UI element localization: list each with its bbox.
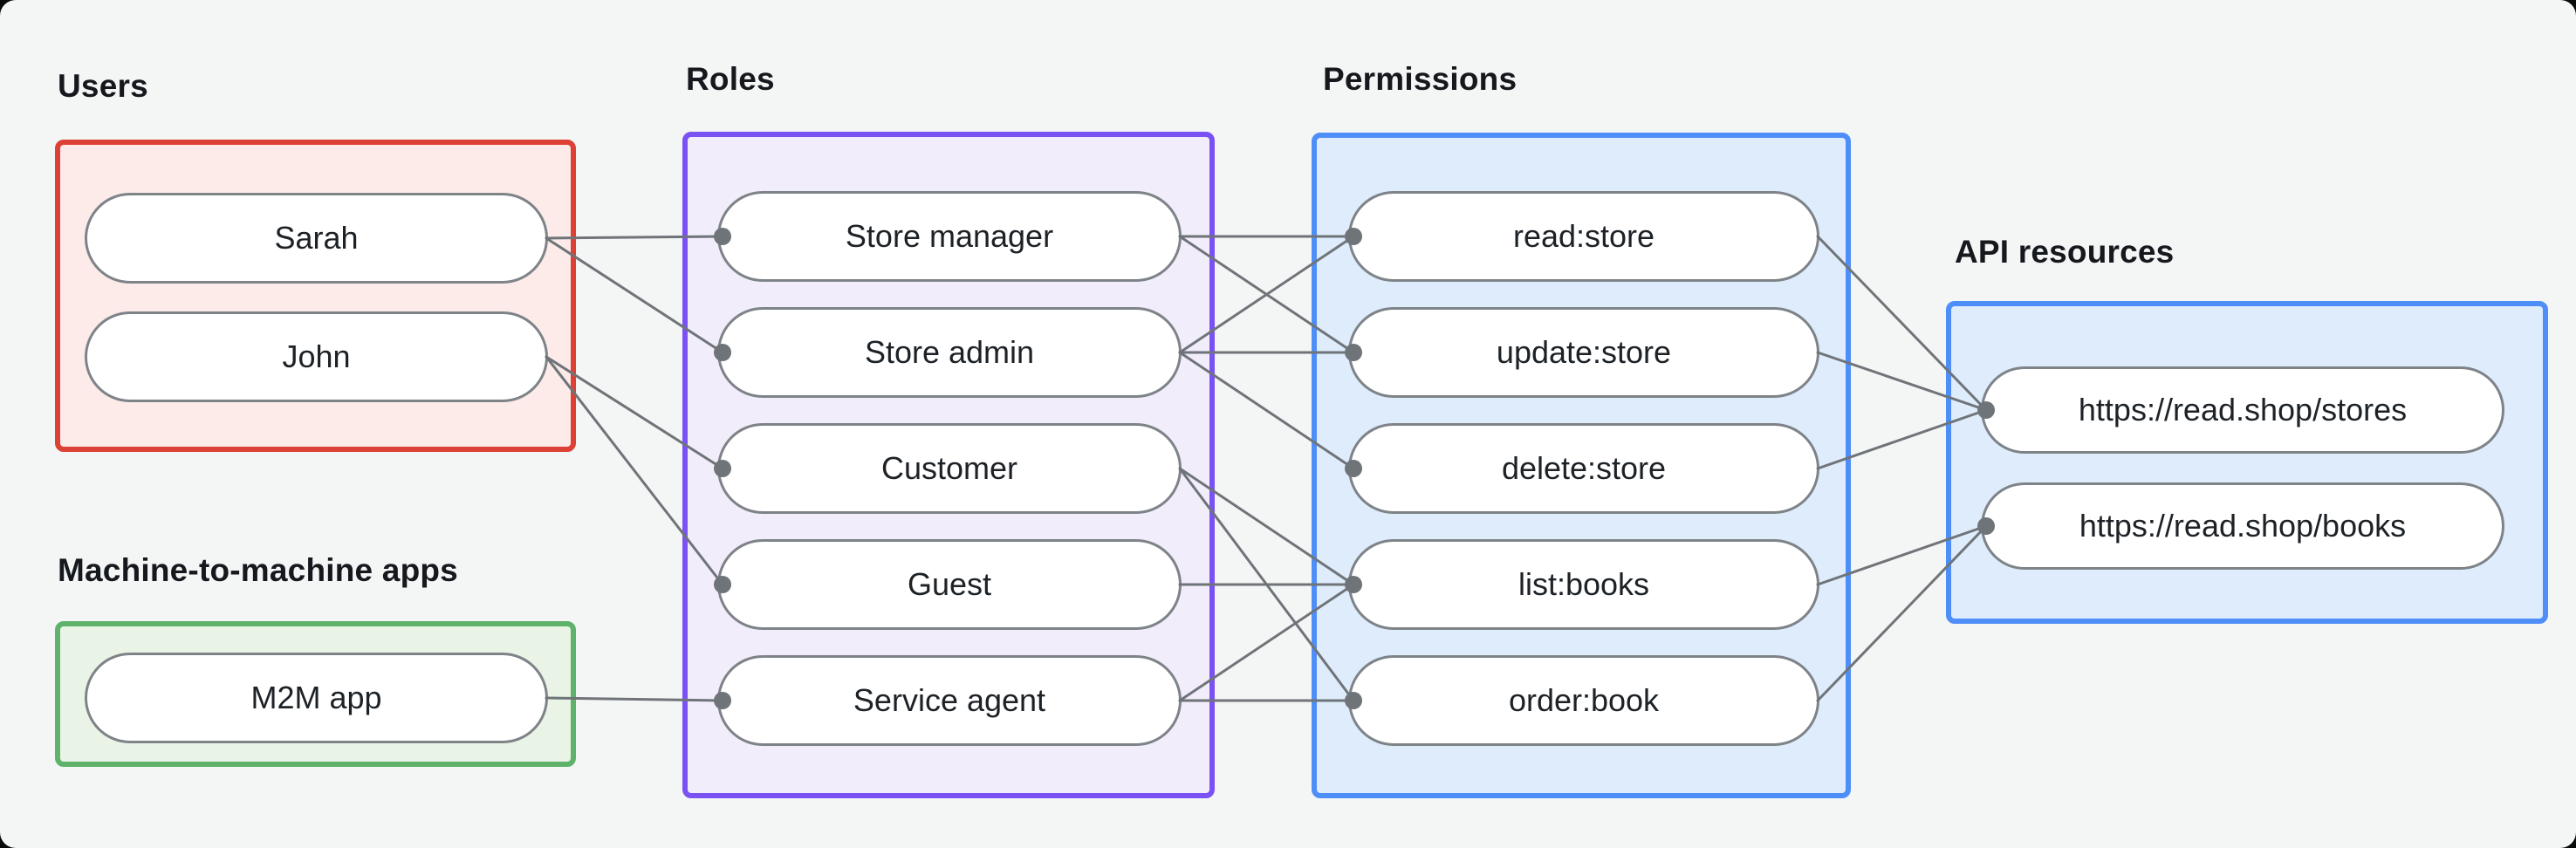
node-read-store: read:store [1348, 191, 1819, 282]
node-service-agent: Service agent [717, 655, 1182, 746]
node-john-label: John [282, 339, 351, 374]
node-john: John [85, 311, 548, 402]
node-delete-store: delete:store [1348, 423, 1819, 514]
api-resources-group-label: API resources [1955, 234, 2175, 270]
node-store-manager: Store manager [717, 191, 1182, 282]
node-delete-store-label: delete:store [1501, 450, 1667, 486]
node-guest: Guest [717, 539, 1182, 630]
node-sarah: Sarah [85, 193, 548, 284]
users-group-label: Users [58, 68, 148, 104]
node-read-store-label: read:store [1512, 218, 1655, 254]
m2m-group-label: Machine-to-machine apps [58, 552, 458, 588]
node-store-manager-label: Store manager [845, 218, 1054, 254]
roles-group-label: Roles [686, 61, 775, 97]
node-customer: Customer [717, 423, 1182, 514]
node-update-store: update:store [1348, 307, 1819, 398]
node-m2m-app: M2M app [85, 653, 548, 743]
node-update-store-label: update:store [1496, 334, 1672, 370]
node-store-admin-label: Store admin [864, 334, 1035, 370]
node-guest-label: Guest [907, 566, 992, 602]
node-api-books: https://read.shop/books [1981, 482, 2504, 570]
node-m2m-app-label: M2M app [250, 680, 382, 715]
permissions-group-label: Permissions [1323, 61, 1518, 97]
node-api-books-label: https://read.shop/books [2079, 508, 2407, 544]
node-api-stores-label: https://read.shop/stores [2078, 392, 2408, 427]
node-list-books-label: list:books [1518, 566, 1650, 602]
node-list-books: list:books [1348, 539, 1819, 630]
node-order-book: order:book [1348, 655, 1819, 746]
node-api-stores: https://read.shop/stores [1981, 366, 2504, 454]
node-order-book-label: order:book [1508, 682, 1660, 718]
api-resources-group-box [1946, 301, 2548, 624]
node-service-agent-label: Service agent [853, 682, 1046, 718]
node-sarah-label: Sarah [274, 220, 359, 256]
node-store-admin: Store admin [717, 307, 1182, 398]
users-group-box [55, 140, 576, 452]
node-customer-label: Customer [880, 450, 1018, 486]
